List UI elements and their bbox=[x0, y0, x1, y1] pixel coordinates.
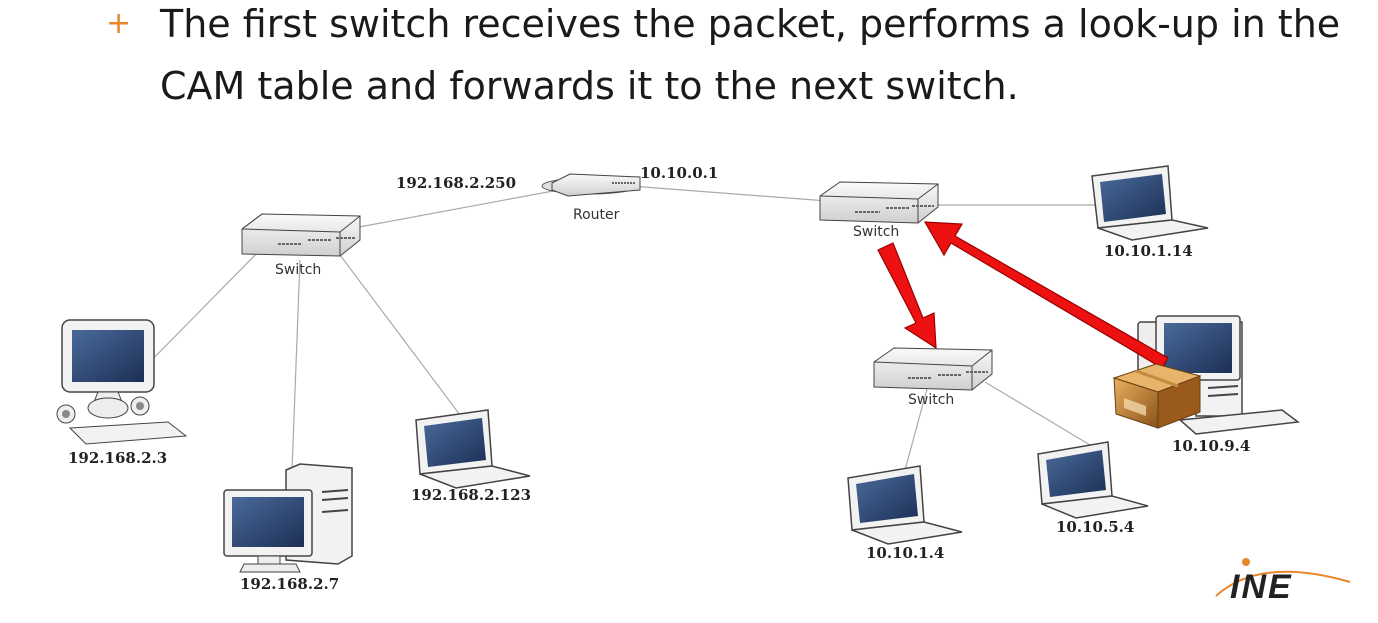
switch-right-top-label: Switch bbox=[853, 224, 899, 240]
host-h1-ip: 192.168.2.3 bbox=[68, 449, 167, 467]
laptop-icon-h3 bbox=[415, 409, 531, 489]
ine-logo: INE bbox=[1215, 558, 1351, 606]
laptop-icon-h4 bbox=[1091, 165, 1209, 241]
host-h4-ip: 10.10.1.14 bbox=[1104, 242, 1193, 260]
router-device bbox=[541, 173, 641, 197]
switch-right-top bbox=[819, 181, 939, 224]
switch-left-label: Switch bbox=[275, 262, 321, 278]
desktop-icon-h5 bbox=[1137, 315, 1300, 435]
arrow-to-first-switch bbox=[923, 221, 1169, 369]
bullet-text-line-2: CAM table and forwards it to the next sw… bbox=[160, 64, 1019, 108]
host-h6-ip: 10.10.1.4 bbox=[866, 544, 944, 562]
host-h2-ip: 192.168.2.7 bbox=[240, 575, 339, 593]
bullet-text-line-1: The first switch receives the packet, pe… bbox=[160, 2, 1341, 46]
bullet-plus-icon: + bbox=[106, 6, 132, 41]
connections bbox=[139, 185, 1100, 471]
router-ip-left: 192.168.2.250 bbox=[396, 174, 516, 192]
desktop-icon-h1 bbox=[56, 319, 188, 445]
laptop-icon-h7 bbox=[1037, 441, 1149, 519]
switch-left bbox=[241, 213, 361, 257]
switch-right-bottom bbox=[873, 347, 993, 391]
laptop-icon-h6 bbox=[847, 465, 963, 545]
arrow-to-next-switch bbox=[877, 242, 937, 350]
ine-logo-text: INE bbox=[1230, 568, 1293, 606]
host-h3-ip: 192.168.2.123 bbox=[411, 486, 531, 504]
desktop-icon-h2 bbox=[223, 463, 353, 573]
router-label: Router bbox=[573, 207, 620, 223]
switch-right-bottom-label: Switch bbox=[908, 392, 954, 408]
host-h5-ip: 10.10.9.4 bbox=[1172, 437, 1250, 455]
host-h7-ip: 10.10.5.4 bbox=[1056, 518, 1134, 536]
packet-box-icon bbox=[1112, 363, 1202, 429]
router-ip-right: 10.10.0.1 bbox=[640, 164, 718, 182]
